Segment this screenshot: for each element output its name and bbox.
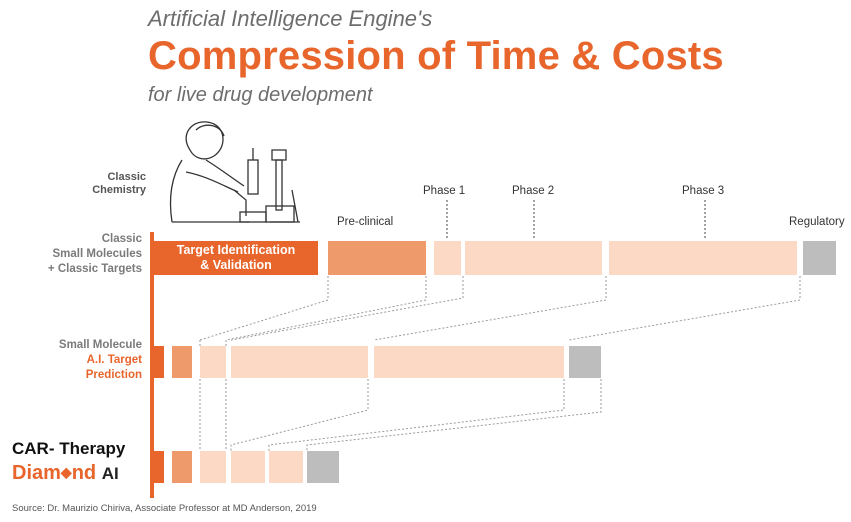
bar-row2-target [154, 346, 164, 378]
bar-target-identification [154, 241, 318, 275]
diamond-logo-text-pre: Diam [12, 462, 61, 484]
row1-label-line1: Classic [101, 233, 142, 245]
bar-row3-phase3 [269, 451, 303, 483]
connectors-row2-row3 [199, 379, 602, 451]
bar-row2-phase3 [374, 346, 564, 378]
phase2-label: Phase 2 [512, 185, 555, 197]
bar-row3-target [154, 451, 164, 483]
row1-label-line2: Small Molecules [52, 248, 142, 260]
row2-label-line3: Prediction [85, 369, 142, 381]
timeline-axis [150, 232, 154, 498]
target-identification-line1: Target Identification [176, 243, 296, 257]
target-identification-line2: & Validation [200, 258, 272, 272]
classic-chemistry-line2: Chemistry [92, 184, 146, 196]
diamond-icon: ◆ [60, 464, 72, 480]
phase1-label: Phase 1 [423, 185, 466, 197]
header-subtitle-bottom: for live drug development [148, 84, 373, 106]
bar-phase2 [465, 241, 602, 275]
bar-row2-phase2 [231, 346, 368, 378]
phase-pointers [446, 200, 706, 238]
classic-chemistry-line1: Classic [107, 171, 146, 183]
row1-label: Classic Small Molecules + Classic Target… [20, 232, 142, 277]
source-citation: Source: Dr. Maurizio Chiriva, Associate … [12, 503, 317, 514]
bar-phase1 [434, 241, 461, 275]
diamond-logo-text-post: nd [71, 462, 97, 484]
bar-row2-phase1 [200, 346, 226, 378]
row2-label: Small Molecule A.I. Target Prediction [20, 338, 142, 383]
bar-row3-preclinical [172, 451, 192, 483]
car-therapy-label: CAR- Therapy [12, 439, 126, 458]
bar-row2-preclinical [172, 346, 192, 378]
row1-label-line3: + Classic Targets [47, 263, 142, 275]
scientist-microscope-icon [169, 121, 300, 223]
target-identification-label: Target Identification & Validation [154, 243, 318, 273]
diamond-ai-logo: Diam◆nd AI [12, 462, 119, 485]
bar-row3-phase1 [200, 451, 226, 483]
bar-row2-regulatory [569, 346, 601, 378]
bar-regulatory [803, 241, 836, 275]
diamond-logo-ai: AI [101, 464, 119, 483]
row2-label-line1: Small Molecule [58, 339, 142, 351]
classic-chemistry-label: Classic Chemistry [70, 171, 146, 197]
bar-row3-phase2 [231, 451, 265, 483]
row2-label-line2: A.I. Target [86, 354, 142, 366]
page-title: Compression of Time & Costs [148, 34, 724, 78]
connectors-row1-row2 [199, 276, 801, 346]
bar-preclinical [328, 241, 426, 275]
bar-row3-regulatory [307, 451, 339, 483]
preclinical-label: Pre-clinical [337, 216, 394, 228]
bar-phase3 [609, 241, 797, 275]
phase3-label: Phase 3 [682, 185, 725, 197]
regulatory-label: Regulatory [789, 216, 845, 228]
header-subtitle-top: Artificial Intelligence Engine's [148, 6, 433, 31]
